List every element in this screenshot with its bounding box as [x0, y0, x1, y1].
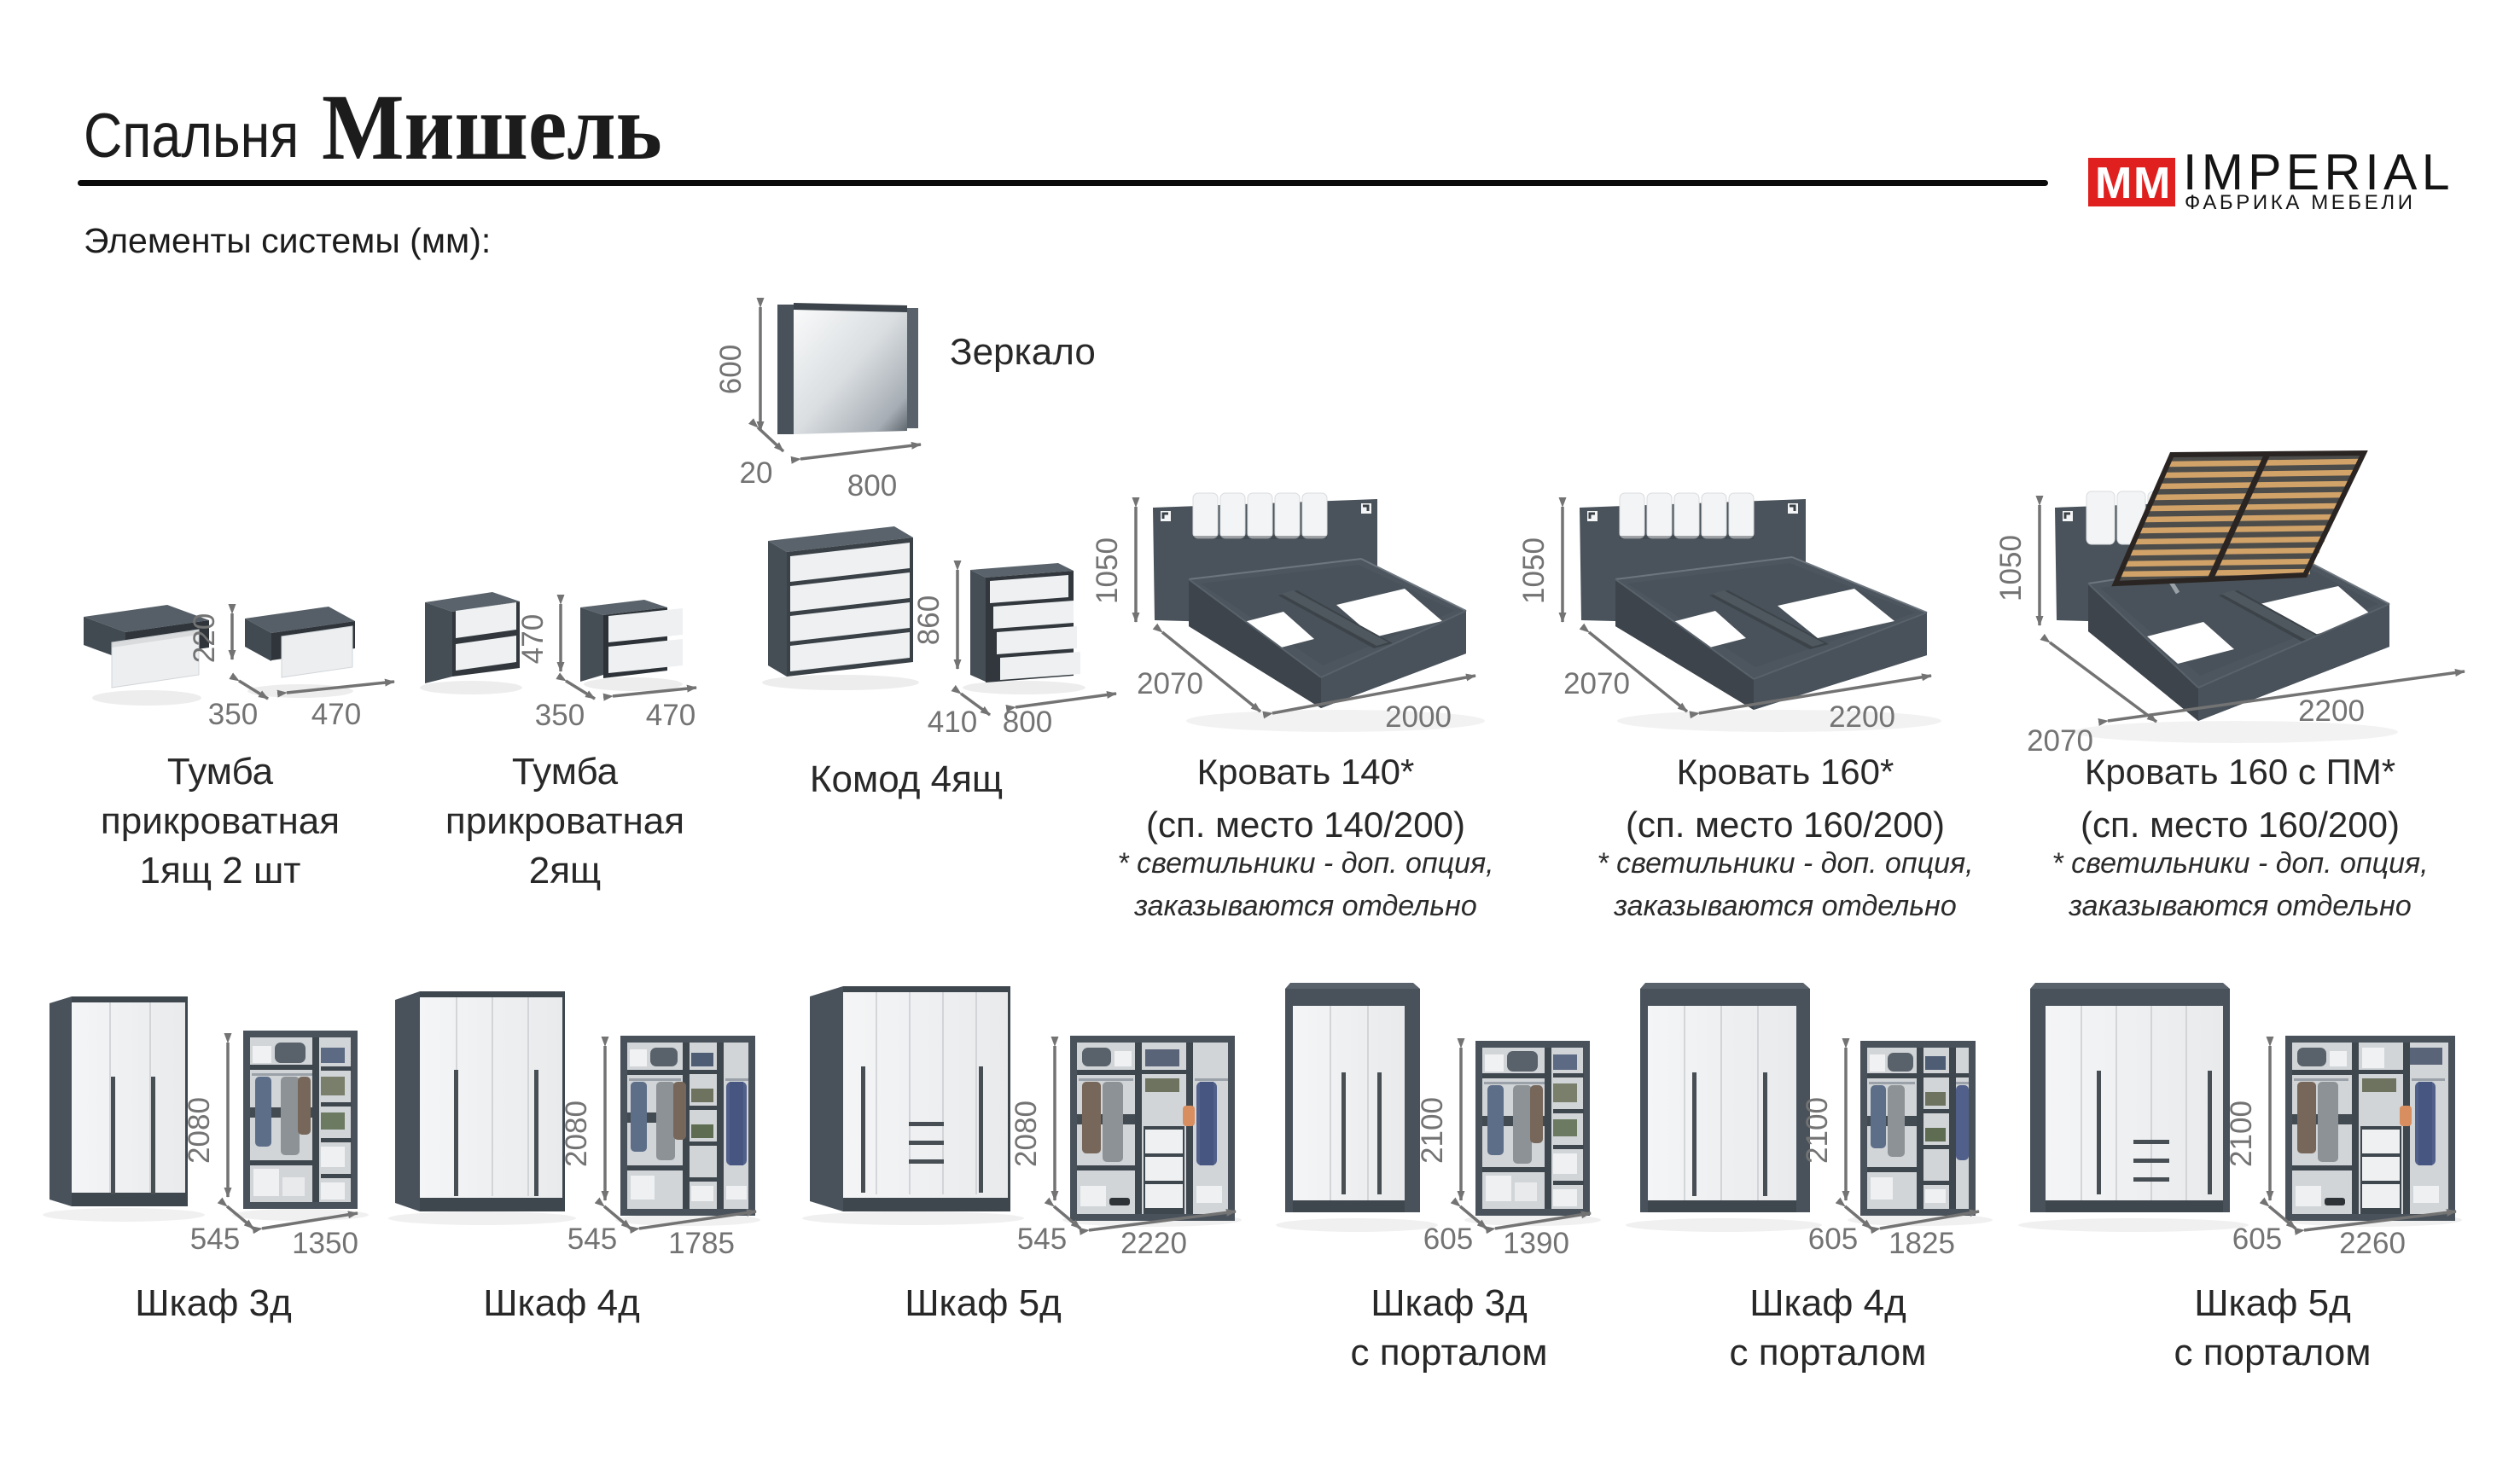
svg-text:350: 350: [535, 699, 585, 732]
svg-text:800: 800: [1003, 706, 1052, 739]
svg-text:1785: 1785: [668, 1227, 735, 1260]
svg-text:605: 605: [1808, 1223, 1858, 1256]
svg-text:1825: 1825: [1889, 1227, 1955, 1260]
svg-text:1050: 1050: [1994, 535, 2028, 601]
svg-text:2080: 2080: [560, 1101, 593, 1167]
svg-text:2070: 2070: [1137, 667, 1203, 700]
svg-text:545: 545: [1017, 1223, 1067, 1256]
svg-text:2080: 2080: [1010, 1101, 1043, 1167]
svg-text:470: 470: [311, 698, 361, 731]
svg-text:1050: 1050: [1517, 537, 1551, 604]
svg-text:2200: 2200: [1829, 700, 1895, 734]
svg-text:20: 20: [740, 456, 773, 490]
svg-text:545: 545: [567, 1223, 617, 1256]
svg-text:605: 605: [1423, 1223, 1473, 1256]
svg-text:410: 410: [928, 706, 977, 739]
svg-text:545: 545: [190, 1223, 240, 1256]
svg-text:1050: 1050: [1091, 537, 1124, 604]
svg-text:2100: 2100: [2225, 1101, 2258, 1167]
svg-text:220: 220: [188, 613, 221, 663]
svg-text:2200: 2200: [2298, 694, 2365, 728]
svg-text:2070: 2070: [2027, 724, 2093, 758]
svg-text:350: 350: [208, 698, 258, 731]
svg-text:2000: 2000: [1385, 700, 1452, 734]
svg-text:2100: 2100: [1801, 1097, 1834, 1164]
svg-text:2220: 2220: [1120, 1227, 1187, 1260]
svg-text:2260: 2260: [2339, 1227, 2406, 1260]
svg-text:1390: 1390: [1503, 1227, 1569, 1260]
svg-text:2100: 2100: [1416, 1097, 1449, 1164]
svg-text:470: 470: [646, 699, 695, 732]
svg-text:1350: 1350: [292, 1227, 358, 1260]
svg-text:470: 470: [516, 614, 550, 664]
svg-text:M: M: [2095, 159, 2132, 208]
svg-text:800: 800: [847, 469, 897, 502]
svg-text:M: M: [2133, 159, 2170, 208]
svg-text:2070: 2070: [1563, 667, 1630, 700]
svg-text:600: 600: [714, 345, 748, 394]
svg-text:860: 860: [912, 595, 946, 645]
svg-text:605: 605: [2232, 1223, 2282, 1256]
svg-text:2080: 2080: [183, 1097, 216, 1164]
